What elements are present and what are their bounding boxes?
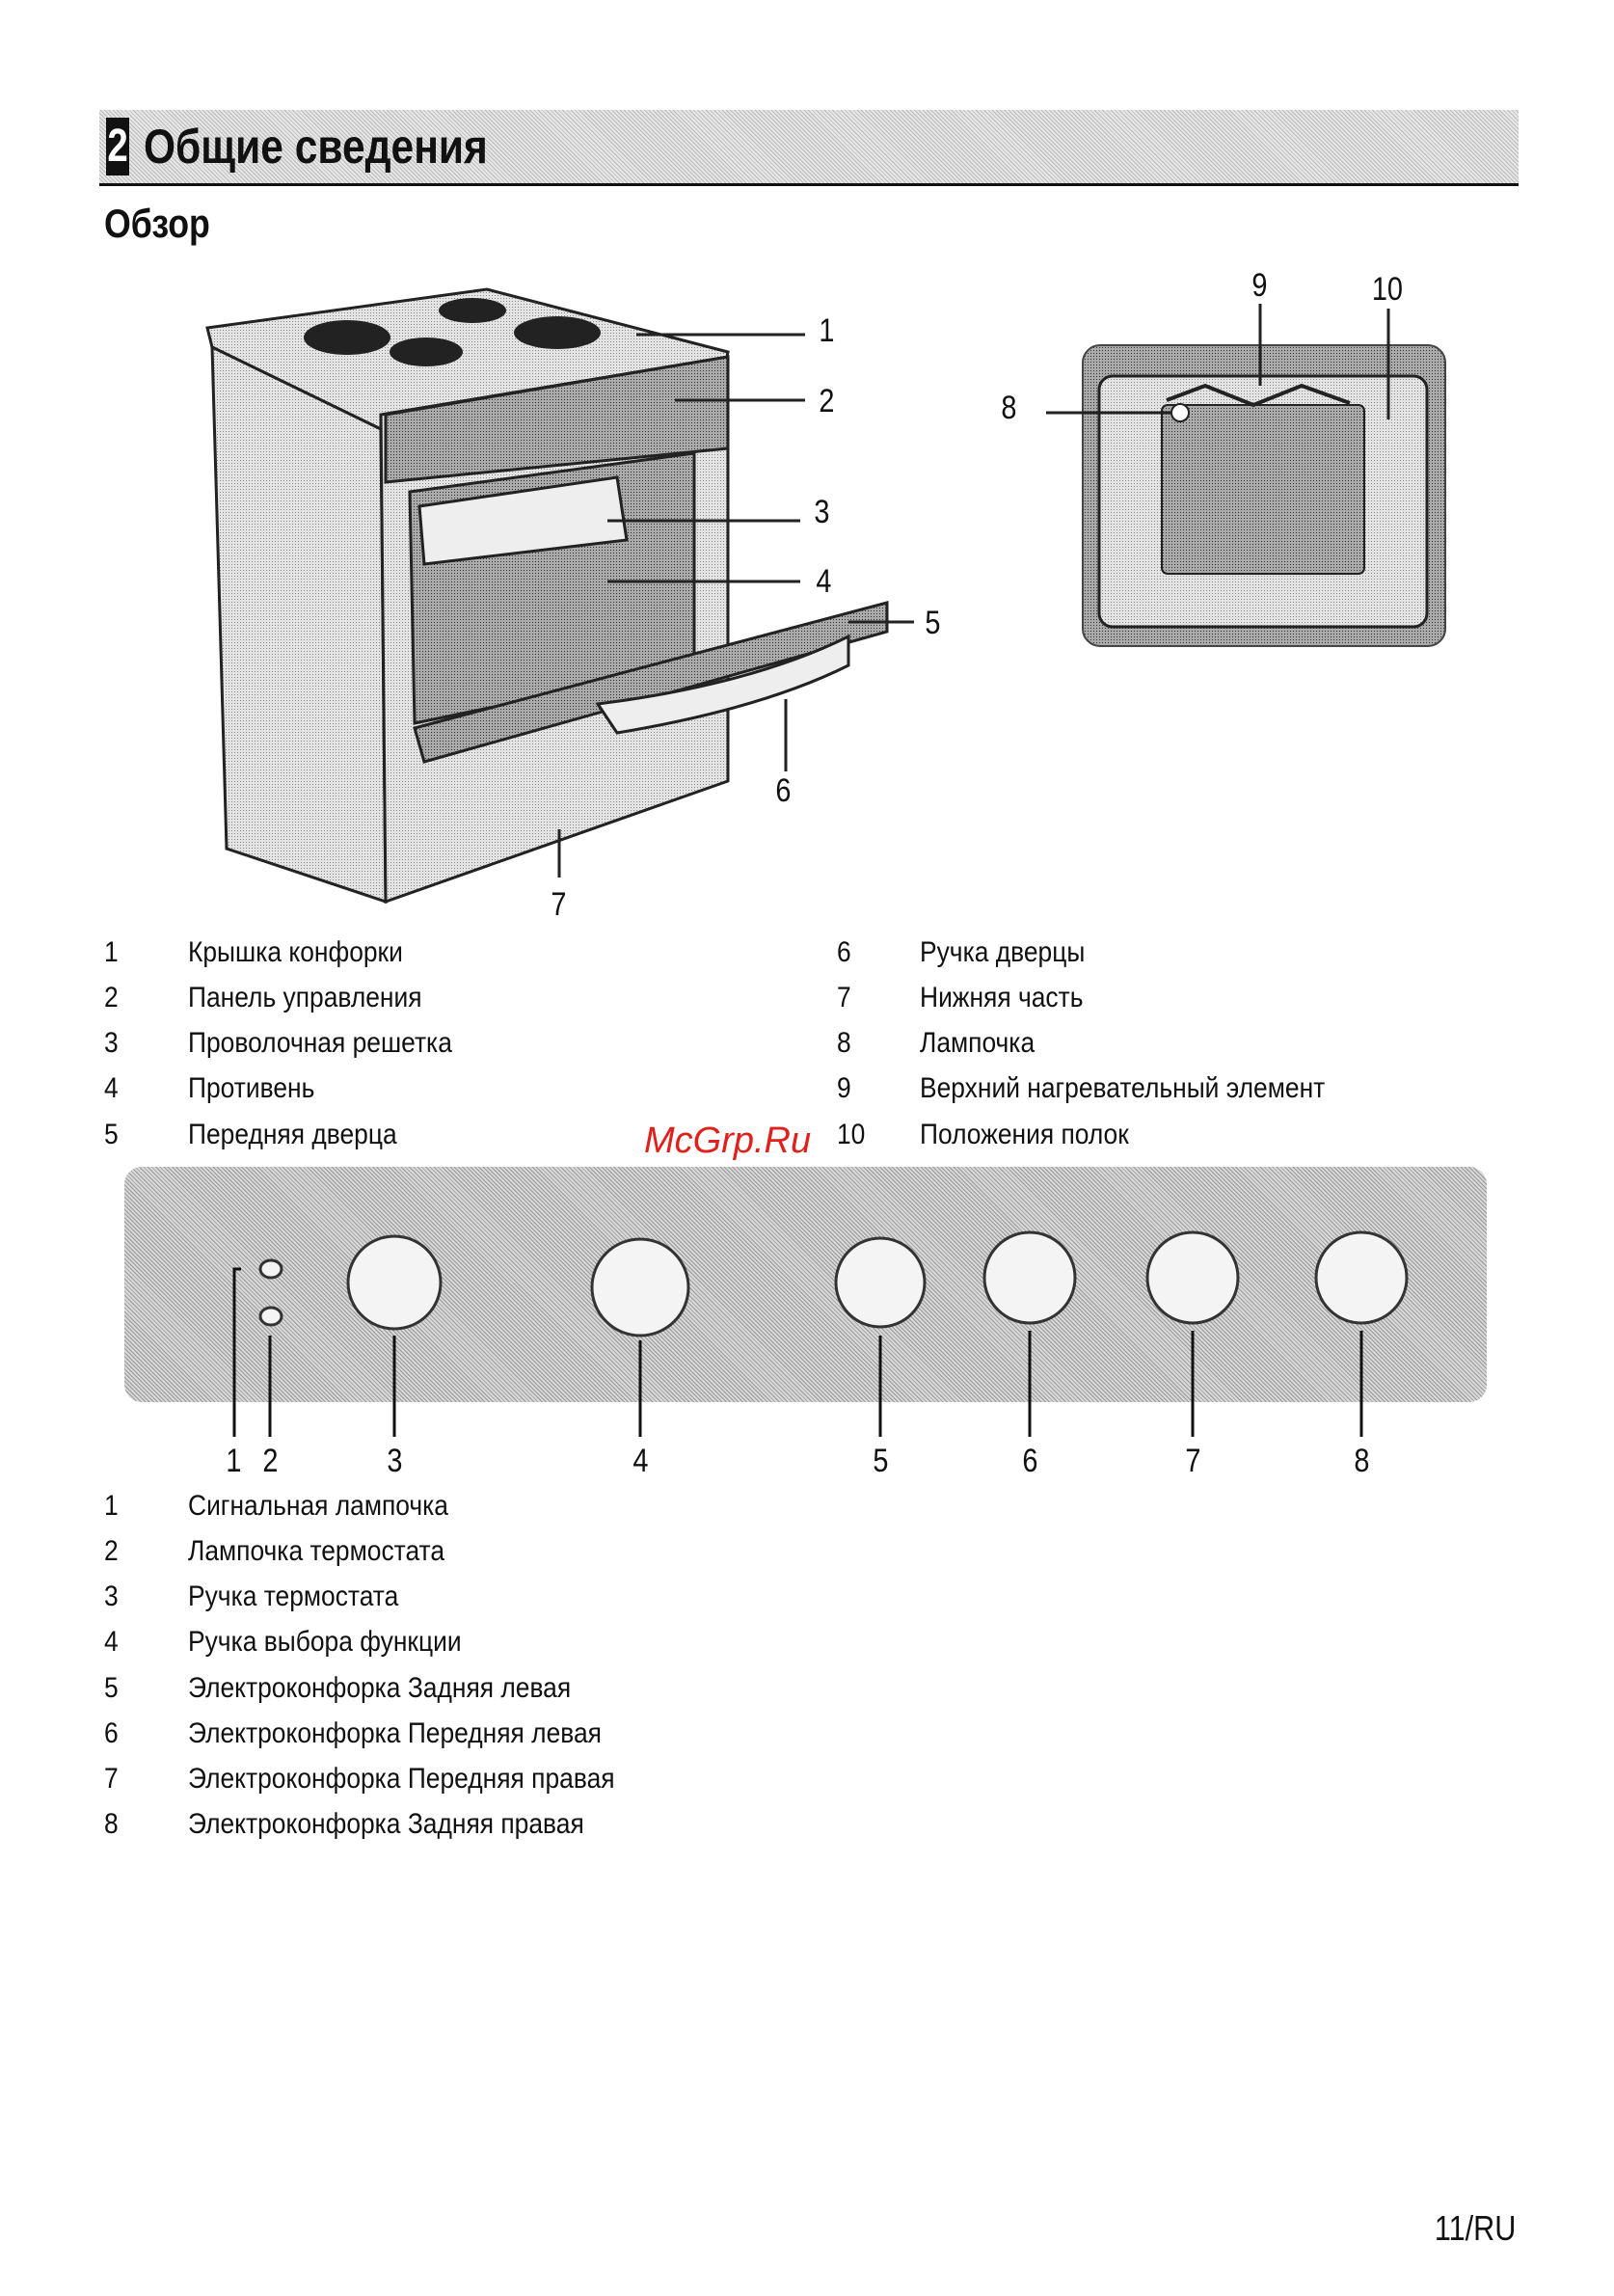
legend-label: Сигнальная лампочка [188, 1490, 448, 1522]
legend-num: 1 [104, 936, 119, 968]
watermark: McGrp.Ru [644, 1121, 812, 1161]
callout-10: 10 [1371, 271, 1403, 308]
burner-icon [514, 316, 601, 349]
knob-icon [346, 1234, 443, 1331]
knob-icon [1145, 1230, 1240, 1325]
burner-icon [304, 320, 390, 355]
stove-illustration [205, 287, 1446, 905]
legend-label: Ручка дверцы [920, 936, 1086, 968]
burner-icon [390, 338, 463, 366]
legend-label: Верхний нагревательный элемент [920, 1072, 1326, 1104]
callout-4: 4 [816, 563, 832, 600]
callout-2: 2 [819, 383, 835, 419]
legend-num: 3 [104, 1027, 119, 1059]
legend-label: Ручка термостата [188, 1580, 399, 1612]
legend-num: 7 [837, 982, 851, 1013]
panel-callout-4: 4 [632, 1443, 649, 1479]
knob-icon [1314, 1230, 1409, 1325]
legend-num: 5 [104, 1672, 119, 1704]
callout-9: 9 [1251, 267, 1268, 304]
legend-label: Лампочка [920, 1027, 1036, 1059]
legend-num: 6 [837, 936, 851, 968]
legend-label: Противень [188, 1072, 315, 1104]
legend-label: Электроконфорка Задняя правая [188, 1808, 584, 1840]
control-panel-knobs [232, 1230, 1409, 1437]
legend-num: 9 [837, 1072, 851, 1104]
callout-1: 1 [819, 312, 835, 349]
legend-label: Электроконфорка Передняя левая [188, 1717, 602, 1749]
legend-label: Лампочка термостата [188, 1535, 445, 1567]
section-title: Обзор [104, 201, 210, 246]
legend-num: 7 [104, 1763, 119, 1795]
legend-num: 8 [104, 1808, 119, 1840]
lamp-icon [1170, 403, 1190, 422]
chapter-number: 2 [106, 118, 129, 176]
legend-num: 2 [104, 982, 119, 1013]
panel-callout-8: 8 [1354, 1443, 1370, 1479]
panel-callout-6: 6 [1022, 1443, 1038, 1479]
chapter-header: 2 Общие сведения [99, 110, 1519, 186]
panel-callout-3: 3 [387, 1443, 403, 1479]
legend-num: 3 [104, 1580, 119, 1612]
knob-icon [834, 1236, 927, 1329]
legend-label: Панель управления [188, 982, 422, 1013]
legend-num: 8 [837, 1027, 851, 1059]
callout-6: 6 [775, 772, 792, 809]
indicator-lamp-icon [258, 1306, 283, 1327]
legend-num: 5 [104, 1119, 119, 1150]
legend-label: Передняя дверца [188, 1119, 397, 1150]
page-number: 11/RU [1434, 2208, 1516, 2248]
chapter-title: Общие сведения [144, 120, 488, 174]
legend-label: Электроконфорка Передняя правая [188, 1763, 615, 1795]
burner-icon [439, 298, 506, 323]
legend-num: 4 [104, 1626, 119, 1658]
callout-8: 8 [1001, 390, 1017, 426]
legend-label: Нижняя часть [920, 982, 1084, 1013]
legend-num: 4 [104, 1072, 119, 1104]
legend-num: 10 [837, 1119, 866, 1150]
legend-label: Электроконфорка Задняя левая [188, 1672, 572, 1704]
indicator-lamp-icon [258, 1258, 283, 1280]
callout-7: 7 [551, 886, 567, 923]
legend-num: 6 [104, 1717, 119, 1749]
legend-num: 1 [104, 1490, 119, 1522]
panel-callout-1: 1 [226, 1443, 242, 1479]
legend-label: Крышка конфорки [188, 936, 403, 968]
callout-5: 5 [925, 605, 941, 641]
panel-callout-7: 7 [1185, 1443, 1201, 1479]
knob-icon [590, 1237, 690, 1337]
legend-label: Ручка выбора функции [188, 1626, 462, 1658]
legend-label: Положения полок [920, 1119, 1129, 1150]
callout-3: 3 [814, 494, 830, 530]
legend-num: 2 [104, 1535, 119, 1567]
legend-label: Проволочная решетка [188, 1027, 452, 1059]
knob-icon [982, 1230, 1077, 1325]
panel-callout-2: 2 [262, 1443, 279, 1479]
panel-callout-5: 5 [873, 1443, 889, 1479]
